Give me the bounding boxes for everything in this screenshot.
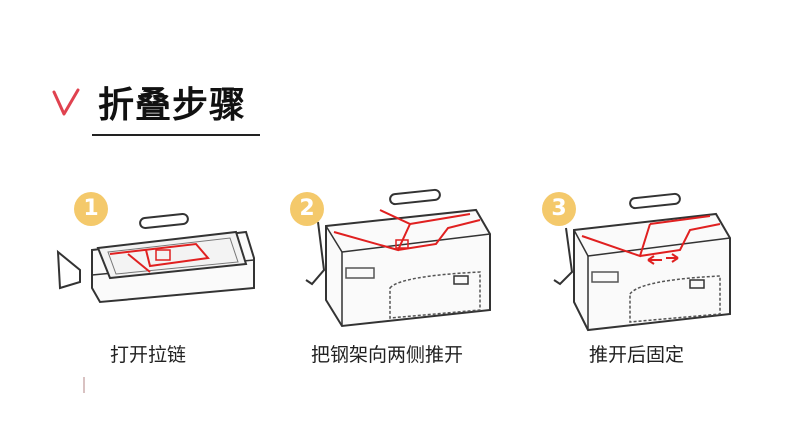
step-2-caption: 把钢架向两侧推开 <box>311 340 463 367</box>
page-title: 折叠步骤 <box>98 84 246 128</box>
header: 折叠步骤 <box>0 0 790 150</box>
decorative-mark <box>83 377 85 393</box>
title-underline <box>92 134 260 136</box>
box-open-zipper-illustration <box>40 180 270 310</box>
step-1: 1 <box>40 180 270 400</box>
step-3-caption: 推开后固定 <box>589 340 684 367</box>
step-number-badge: 2 <box>290 192 324 226</box>
step-number-badge: 1 <box>74 192 108 226</box>
check-mark-icon <box>52 88 82 118</box>
step-2: 2 <box>280 180 510 400</box>
step-3: 3 <box>530 180 760 400</box>
step-1-caption: 打开拉链 <box>110 340 186 367</box>
step-number-badge: 3 <box>542 192 576 226</box>
